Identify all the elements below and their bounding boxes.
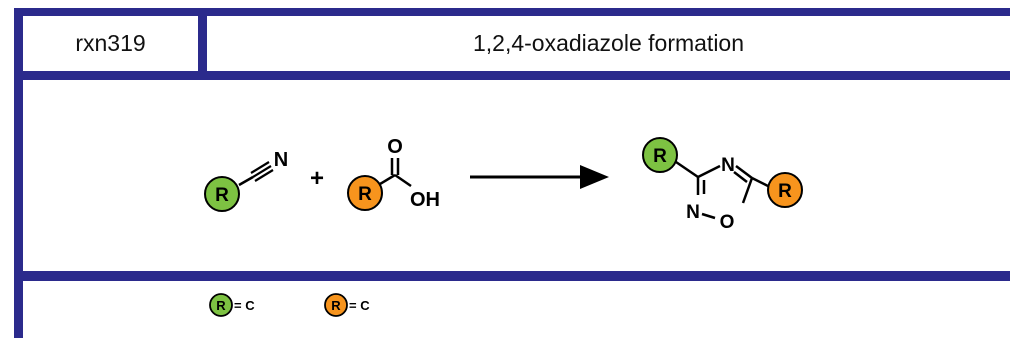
hydroxyl-group: OH [410, 189, 440, 211]
bond [379, 173, 396, 186]
r-group-label: R [778, 181, 792, 202]
legend-item-green: R = C [209, 293, 255, 317]
legend-equation: = C [234, 298, 255, 313]
legend-r-label: R [216, 298, 226, 313]
left-border [14, 8, 23, 338]
header-bottom-border [14, 71, 1010, 80]
arrow-head [580, 165, 609, 189]
legend-r-circle-green [209, 293, 233, 317]
ring-nitrogen-bottom: N [686, 202, 700, 223]
ring-oxygen: O [720, 212, 735, 233]
ring-nitrogen-top: N [721, 155, 735, 176]
header-divider [198, 8, 207, 78]
r-group-circle-green [204, 176, 240, 212]
legend-r-label: R [331, 298, 341, 313]
ring-bond-n2-o1 [701, 212, 716, 220]
r-group-label: R [215, 185, 229, 206]
legend: R = C R = C [209, 293, 370, 317]
legend-r-circle-orange [324, 293, 348, 317]
reaction-id: rxn319 [75, 30, 146, 56]
ring-bond-c3-n4 [697, 164, 721, 179]
legend-item-orange: R = C [324, 293, 370, 317]
r-group-circle-green [642, 137, 678, 173]
bond [238, 175, 254, 187]
ring-bond-c5-o1 [741, 177, 754, 204]
reaction-name: 1,2,4-oxadiazole formation [472, 30, 745, 56]
oxygen-atom: O [387, 136, 403, 158]
product-oxadiazole: R N N O R [642, 137, 803, 233]
triple-bond-1 [252, 165, 272, 178]
bond [751, 176, 769, 188]
ring-bond-n4-c5-double [733, 171, 748, 183]
triple-bond-3 [254, 169, 274, 182]
ring-bond-n4-c5 [735, 165, 753, 179]
r-group-label: R [653, 146, 667, 167]
r-group-label: R [358, 184, 372, 205]
nitrogen-atom: N [274, 149, 288, 171]
reaction-arrow [470, 165, 609, 189]
plus-sign: + [310, 165, 324, 192]
reactant-carboxylic-acid: R O OH [347, 136, 440, 211]
legend-equation: = C [349, 298, 370, 313]
legend-top-border [14, 271, 1010, 281]
bond [675, 160, 699, 179]
triple-bond-2 [250, 161, 270, 174]
bond-to-oh [394, 173, 412, 188]
r-group-circle-orange [767, 172, 803, 208]
top-border [14, 8, 1010, 16]
reactant-nitrile: R N [204, 149, 288, 212]
r-group-circle-orange [347, 175, 383, 211]
